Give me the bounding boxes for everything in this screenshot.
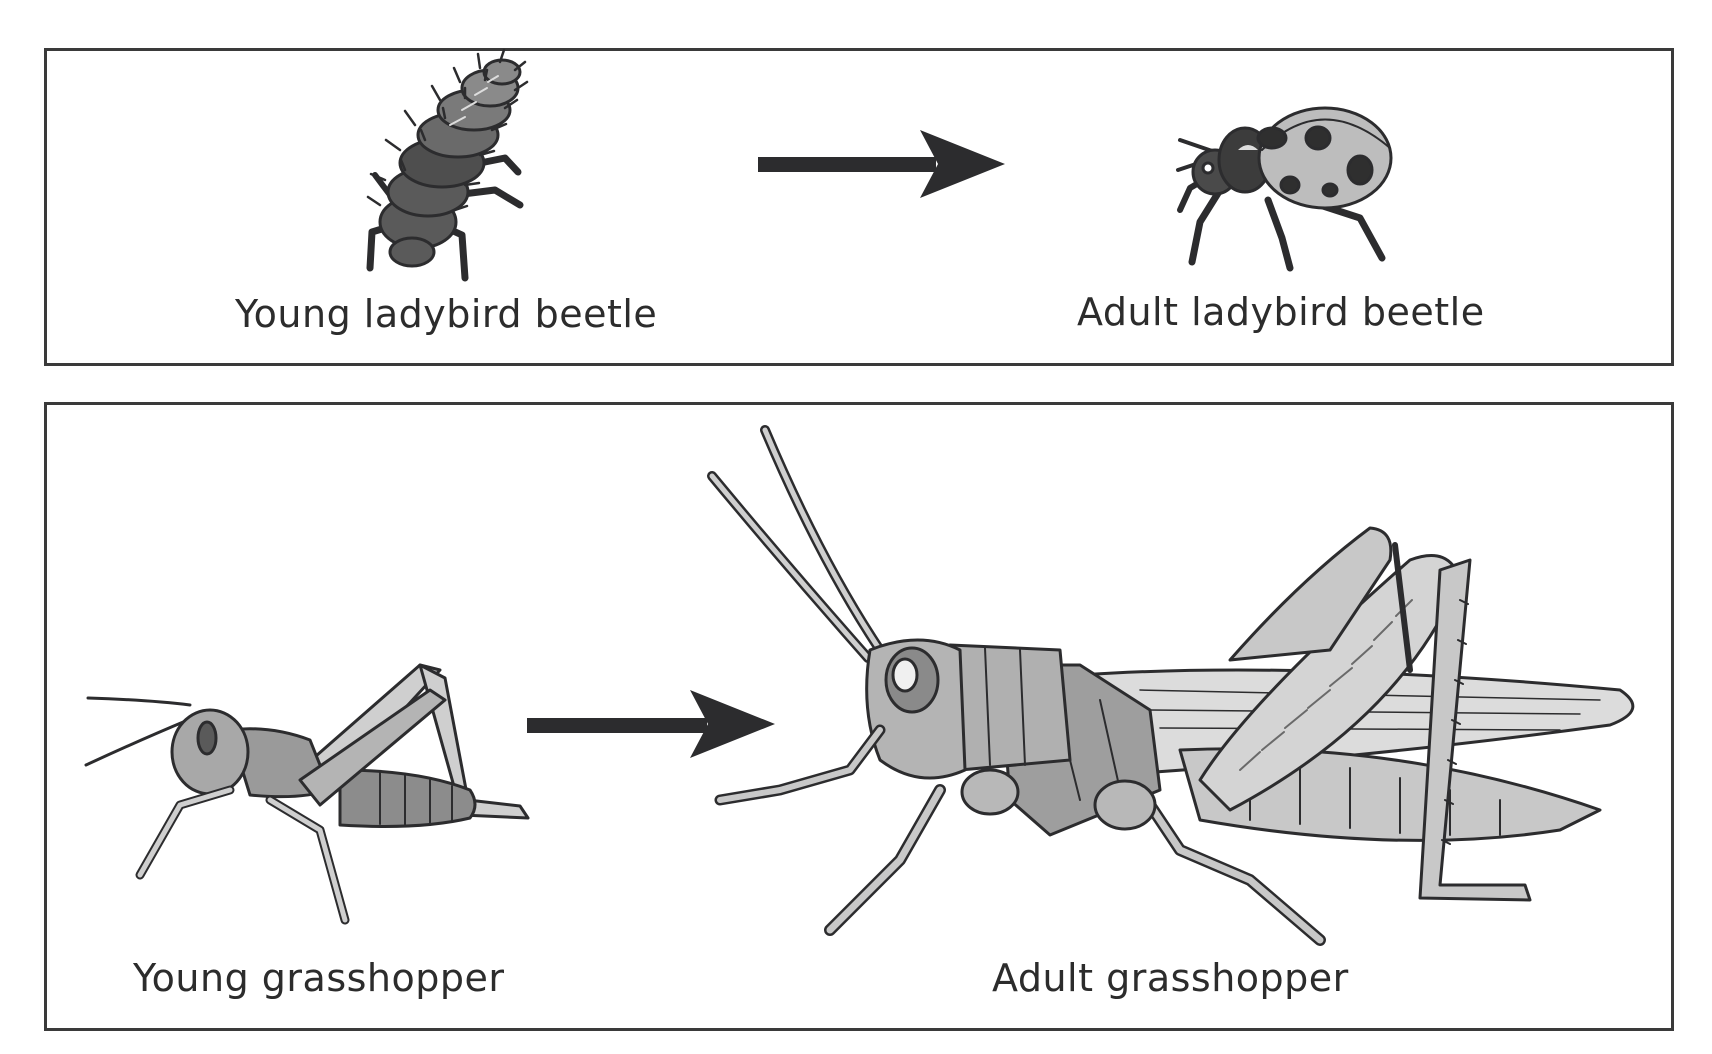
ladybird-panel [44,48,1674,366]
young-ladybird-beetle-label: Young ladybird beetle [235,292,658,336]
young-grasshopper [84,663,530,925]
adult-grasshopper [707,425,1635,946]
adult-grasshopper-label: Adult grasshopper [992,956,1349,1000]
arrow-grasshopper-growth [527,690,775,758]
young-ladybird-beetle-larva [366,48,529,282]
adult-ladybird-beetle-label: Adult ladybird beetle [1077,290,1485,334]
arrow-ladybird-growth [758,130,1005,198]
young-grasshopper-label: Young grasshopper [133,956,505,1000]
adult-ladybird-beetle [1176,106,1393,272]
